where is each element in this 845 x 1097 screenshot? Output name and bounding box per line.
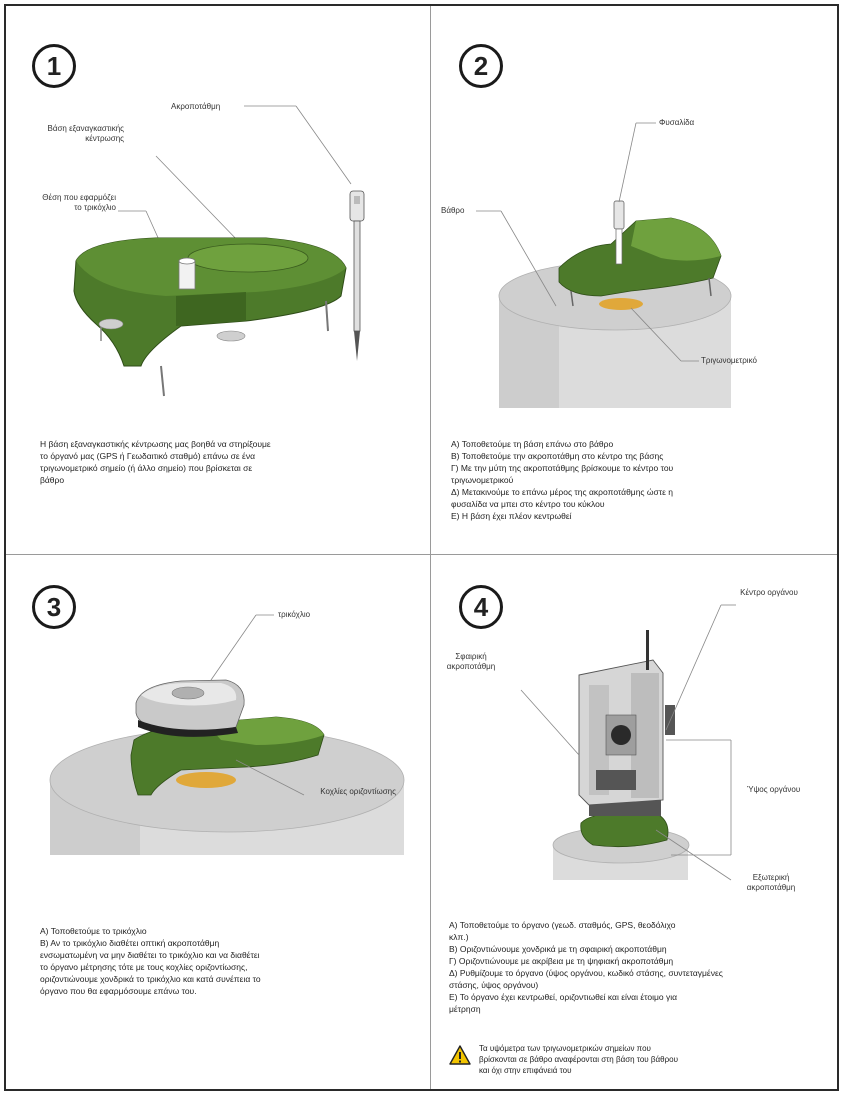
panel-2: 2 Φυσαλίδα Βάθρο Τριγωνομετρικό [431, 6, 837, 554]
panel-1: 1 Ακ [6, 6, 430, 554]
tribrach-on-base-illustration [49, 614, 405, 855]
label-tribrach: τρικόχλιο [278, 610, 311, 619]
label-tribrach-seat: Θέση που εφαρμόζει το τρικόχλιο [42, 193, 116, 212]
label-level-bubble: Φυσαλίδα [659, 118, 695, 127]
step-number: 4 [459, 585, 503, 629]
label-trig-point: Τριγωνομετρικό [701, 356, 757, 365]
label-leveling-screws: Κοχλίες οριζοντίωσης [320, 787, 396, 796]
step-number: 3 [32, 585, 76, 629]
divider-horizontal [6, 554, 837, 555]
label-pillar: Βάθρο [441, 206, 465, 215]
divider-vertical [430, 6, 431, 1089]
label-instrument-center: Κέντρο οργάνου [740, 588, 798, 597]
step-description: Α) Τοποθετούμε τη βάση επάνω στο βάθρο Β… [451, 439, 674, 521]
label-instrument-height: Ύψος οργάνου [746, 785, 801, 794]
step-number: 1 [32, 44, 76, 88]
label-plummet: Ακροποτάθμη [171, 102, 221, 111]
label-external-level: Εξωτερική ακροποτάθμη [746, 873, 796, 892]
step-number: 2 [459, 44, 503, 88]
panel-4: 4 Κέντρο οργάνου Σφαι [431, 555, 837, 1089]
step-description: Α) Τοποθετούμε το τρικόχλιο Β) Αν το τρι… [40, 926, 261, 996]
step-description: Α) Τοποθετούμε το όργανο (γεωδ. σταθμός,… [449, 920, 723, 1014]
instruction-sheet: 1 Ακ [4, 4, 839, 1091]
label-forced-centering-base: Βάση εξαναγκαστικής κέντρωσης [47, 124, 124, 143]
panel-3: 3 τρικόχλιο Κοχλίες οριζοντίωσης Α) Τοπο… [6, 555, 430, 1089]
step-description: Η βάση εξαναγκαστικής κέντρωσης μας βοηθ… [40, 439, 271, 485]
base-on-pillar-illustration [476, 122, 732, 408]
label-circular-level: Σφαιρική ακροποτάθμη [446, 652, 496, 671]
total-station-illustration [520, 604, 736, 881]
forced-centering-base-illustration [73, 105, 365, 397]
warning-text: Τα υψόμετρα των τριγωνομετρικών σημείων … [479, 1044, 678, 1075]
warning-icon [449, 1045, 471, 1065]
